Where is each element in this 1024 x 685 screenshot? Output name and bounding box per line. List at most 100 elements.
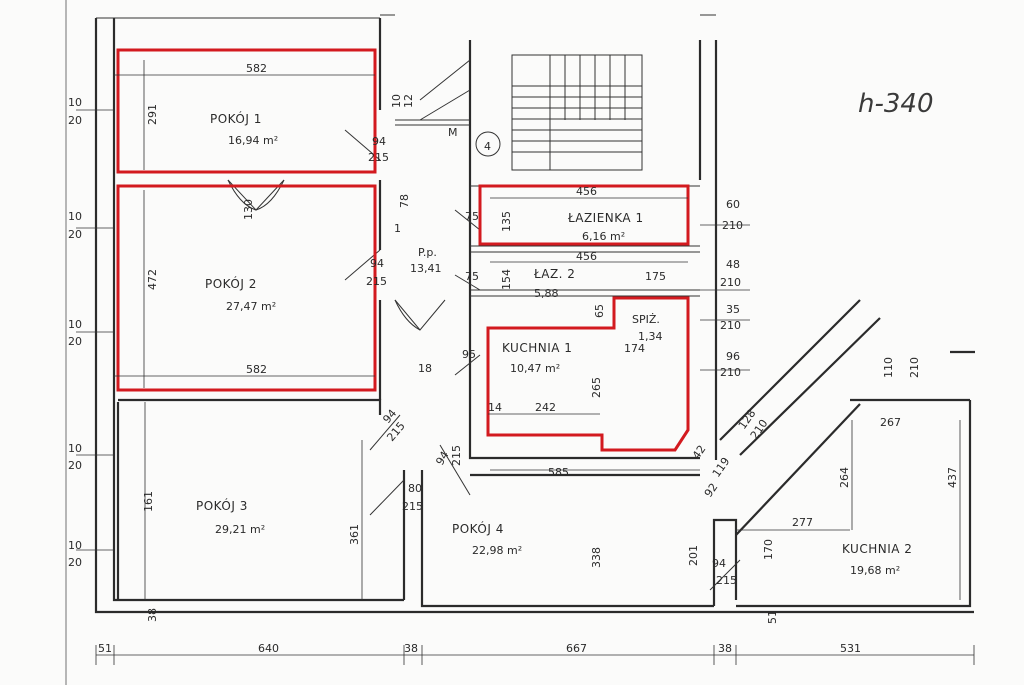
dim-label: 210: [720, 319, 741, 332]
room-area-lazienka-1: 6,16 m²: [582, 230, 625, 243]
pokoj-2-outline: [116, 184, 377, 392]
dim-label: 582: [246, 62, 267, 75]
room-name-pokoj-2: POKÓJ 2: [205, 276, 257, 291]
dim-label: 10: [68, 96, 82, 109]
dim-label: 94: [370, 257, 384, 270]
bottom-ticks: [95, 645, 975, 665]
room-name-lazienka-1: ŁAZIENKA 1: [567, 211, 644, 225]
dim-label: 38: [146, 608, 159, 622]
dimension-lines: [76, 60, 974, 656]
walls: [94, 14, 975, 614]
dim-label: 20: [68, 459, 82, 472]
dim-label: 277: [792, 516, 813, 529]
dim-label: 75: [465, 270, 479, 283]
room-area-spiz: 1,34: [638, 330, 663, 343]
dim-label: 51: [98, 642, 112, 655]
dim-label: 210: [720, 276, 741, 289]
dim-label: 38: [718, 642, 732, 655]
dim-label: 361: [348, 524, 361, 545]
dim-label: 154: [500, 269, 513, 290]
room-area-hall: 13,41: [410, 262, 442, 275]
room-labels: POKÓJ 1 16,94 m² POKÓJ 2 27,47 m² POKÓJ …: [196, 111, 912, 577]
dim-label: 12: [402, 94, 415, 108]
highlighted-rooms: [116, 48, 690, 452]
dim-label: 10: [68, 539, 82, 552]
dim-label: 65: [593, 304, 606, 318]
room-area-pokoj-3: 29,21 m²: [215, 523, 265, 536]
dim-label: 20: [68, 556, 82, 569]
dim-label: 75: [465, 210, 479, 223]
staircase-marker: M: [448, 126, 458, 139]
dim-label: 210: [720, 366, 741, 379]
room-area-pokoj-4: 22,98 m²: [472, 544, 522, 557]
dim-label: 20: [68, 114, 82, 127]
staircase-number: 4: [484, 140, 491, 153]
dimension-labels-misc: 10 12 1: [390, 94, 415, 235]
room-name-laz-2: ŁAZ. 2: [533, 267, 575, 281]
dim-label: 10: [68, 318, 82, 331]
room-name-pokoj-3: POKÓJ 3: [196, 498, 248, 513]
dim-label: 242: [535, 401, 556, 414]
room-area-pokoj-2: 27,47 m²: [226, 300, 276, 313]
room-area-kuchnia-2: 19,68 m²: [850, 564, 900, 577]
dim-label: 20: [68, 335, 82, 348]
dim-label: 215: [368, 151, 389, 164]
dim-label: 10: [68, 442, 82, 455]
dim-label: 94: [433, 449, 451, 468]
dim-label: 456: [576, 250, 597, 263]
room-name-pokoj-1: POKÓJ 1: [210, 111, 262, 126]
dim-label: 110: [882, 357, 895, 378]
pokoj-1-outline: [116, 48, 377, 174]
dim-label: 215: [366, 275, 387, 288]
dim-label: 215: [402, 500, 423, 513]
dimension-labels-bath: 456 135 75 456 154 75 175 65 60 210 48 2…: [465, 185, 743, 379]
dim-label: 119: [710, 455, 733, 480]
dim-label: 170: [762, 539, 775, 560]
dim-label: 48: [726, 258, 740, 271]
lazienka-1-outline: [478, 184, 690, 246]
dimension-labels-doors: 94 215 94 215 94 215 94 215 80 215 94 21…: [366, 135, 737, 587]
door-swings: [227, 129, 741, 591]
dim-label: 78: [398, 194, 411, 208]
dimension-labels-top: 582 291 582 472 130 78: [146, 62, 411, 376]
room-name-pokoj-4: POKÓJ 4: [452, 521, 504, 536]
dim-label: 10: [390, 94, 403, 108]
dim-label: 210: [908, 357, 921, 378]
dim-label: 35: [726, 303, 740, 316]
dim-label: 582: [246, 363, 267, 376]
staircase: 4 M: [419, 54, 643, 171]
dim-label: 265: [590, 377, 603, 398]
dim-label: 60: [726, 198, 740, 211]
room-area-laz-2: 5,88: [534, 287, 559, 300]
dim-label: 437: [946, 467, 959, 488]
room-area-kuchnia-1: 10,47 m²: [510, 362, 560, 375]
room-name-spiz: SPIŻ.: [632, 313, 660, 326]
dim-label: 264: [838, 467, 851, 488]
dim-label: 14: [488, 401, 502, 414]
dim-label: 201: [687, 545, 700, 566]
dimension-labels-middle: 585 161 361 338 201 170 277 264 437 267 …: [142, 357, 959, 624]
dim-label: 174: [624, 342, 645, 355]
dim-label: 215: [716, 574, 737, 587]
dimension-labels-left: 10 20 10 20 10 20 10 20 10 20 10 20: [68, 96, 82, 569]
dimension-labels-kitchen-1: 174 265 242 14: [488, 342, 645, 414]
dim-label: 472: [146, 269, 159, 290]
dim-label: 291: [146, 104, 159, 125]
dimension-labels-bottom: 51 640 38 667 38 531: [98, 642, 861, 655]
dim-label: 94: [712, 557, 726, 570]
dim-label: 95: [462, 348, 476, 361]
room-area-pokoj-1: 16,94 m²: [228, 134, 278, 147]
dim-label: 175: [645, 270, 666, 283]
dim-label: 92: [702, 481, 721, 500]
dim-label: 585: [548, 466, 569, 479]
dim-label: 130: [242, 199, 255, 220]
dim-label: 267: [880, 416, 901, 429]
height-note: h-340: [858, 89, 934, 119]
dim-label: 640: [258, 642, 279, 655]
dim-label: 338: [590, 547, 603, 568]
dim-label: 38: [404, 642, 418, 655]
dim-label: 456: [576, 185, 597, 198]
dim-label: 135: [500, 211, 513, 232]
dim-label: 96: [726, 350, 740, 363]
